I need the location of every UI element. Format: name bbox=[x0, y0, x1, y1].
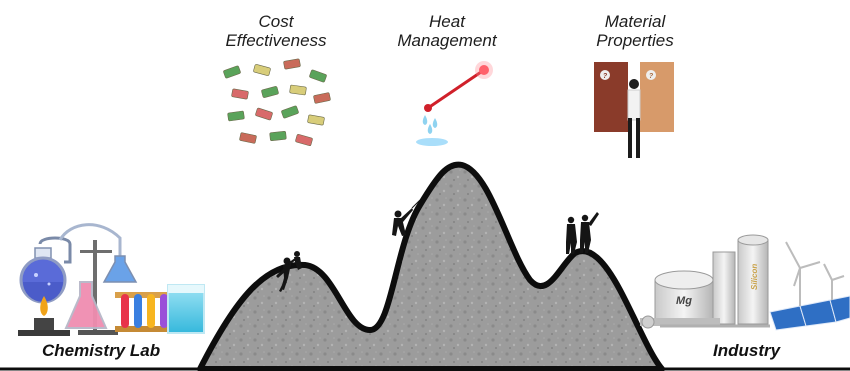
banknote bbox=[307, 114, 325, 126]
banknote bbox=[255, 107, 273, 121]
banknote bbox=[269, 131, 287, 141]
banknote bbox=[283, 58, 301, 70]
cost-caption-line2: Effectiveness bbox=[225, 31, 327, 50]
heat-caption-line2: Management bbox=[397, 31, 497, 50]
mg-tank-label: Mg bbox=[676, 295, 692, 307]
material-properties-caption: Material Properties bbox=[575, 12, 695, 50]
banknote bbox=[261, 86, 279, 98]
banknote bbox=[223, 65, 241, 79]
material-caption-line1: Material bbox=[604, 12, 666, 31]
climber-left-icon bbox=[276, 251, 302, 292]
banknote bbox=[227, 110, 245, 122]
water-droplets-icon bbox=[416, 115, 448, 146]
banknote bbox=[231, 88, 249, 100]
climbers-summit-icon bbox=[566, 212, 599, 254]
door-right-mark: ? bbox=[649, 73, 654, 80]
banknote bbox=[295, 134, 313, 146]
banknote bbox=[281, 105, 299, 119]
industry-label: Industry bbox=[713, 341, 781, 360]
banknote bbox=[253, 64, 271, 76]
climber-middle-icon bbox=[392, 199, 421, 236]
industry-illustration bbox=[640, 234, 850, 331]
chemistry-lab-illustration bbox=[18, 223, 205, 336]
banknote bbox=[313, 92, 331, 104]
door-left-mark: ? bbox=[603, 73, 608, 80]
doors-choice-icon: ? ? bbox=[594, 62, 674, 158]
silicon-tank-label: Silicon bbox=[750, 264, 759, 290]
material-caption-line2: Properties bbox=[596, 31, 674, 50]
banknote bbox=[309, 69, 327, 83]
thermometer-icon bbox=[424, 61, 493, 112]
money-bills-icon bbox=[223, 58, 331, 146]
cost-effectiveness-caption: Cost Effectiveness bbox=[216, 12, 336, 50]
banknote bbox=[289, 84, 307, 96]
heat-management-caption: Heat Management bbox=[382, 12, 512, 50]
banknote bbox=[239, 132, 257, 144]
cost-caption-line1: Cost bbox=[258, 12, 294, 31]
heat-caption-line1: Heat bbox=[429, 12, 465, 31]
chemistry-lab-label: Chemistry Lab bbox=[42, 341, 161, 360]
mountain-range bbox=[197, 161, 665, 371]
